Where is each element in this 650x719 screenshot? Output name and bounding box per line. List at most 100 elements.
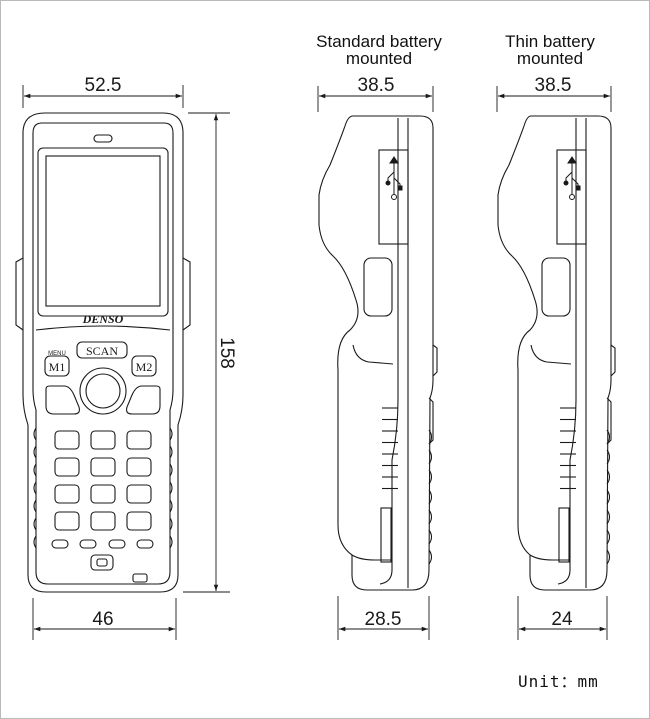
- thin-side-inner-line: [557, 118, 577, 585]
- keypad: [54, 430, 152, 531]
- fingerprint-mark: [90, 554, 114, 571]
- standard-battery-seam: [351, 554, 392, 561]
- small-key-2: [79, 539, 97, 549]
- front-width-extension: [22, 85, 184, 108]
- back-bump: [428, 489, 433, 505]
- caption-thin-line2: mounted: [516, 49, 584, 68]
- thin-battery-seam: [529, 554, 570, 561]
- caption-standard-line2: mounted: [345, 49, 413, 68]
- back-bump: [606, 549, 611, 565]
- right-edge-ribs: [169, 427, 173, 549]
- keypad-key: [90, 511, 116, 531]
- standard-vent-ribs: [382, 407, 398, 490]
- back-bump: [606, 469, 611, 485]
- back-bump: [428, 549, 433, 565]
- thin-grip-edge: [530, 344, 572, 365]
- keypad-key: [90, 484, 116, 504]
- back-bump: [428, 449, 433, 465]
- back-bump: [428, 469, 433, 485]
- standard-back-bumps: [428, 429, 433, 565]
- standard-side-key-2: [428, 397, 434, 445]
- standard-usb-port-cover: [378, 149, 409, 245]
- keypad-key: [90, 457, 116, 477]
- thin-side-key: [610, 344, 616, 377]
- nav-pad-outer: [79, 367, 127, 415]
- standard-bottom-label: 28.5: [365, 609, 402, 630]
- standard-battery-latch: [380, 507, 392, 563]
- front-bottom-details: [51, 539, 154, 585]
- left-edge-ribs: [33, 427, 37, 549]
- caption-standard-line1: Standard battery: [316, 32, 442, 51]
- thin-side-key-2: [606, 397, 612, 445]
- front-height-extension: [183, 112, 230, 593]
- keypad-key: [126, 511, 152, 531]
- front-view: [15, 112, 191, 593]
- thin-top-extension: [496, 86, 612, 112]
- display-bezel: [37, 147, 169, 317]
- m2-key: [131, 355, 157, 377]
- small-key-1: [51, 539, 69, 549]
- thin-vent-ribs: [560, 407, 576, 490]
- keypad-key: [54, 457, 80, 477]
- back-bump: [606, 449, 611, 465]
- front-body-outline: [22, 112, 184, 593]
- thin-back-bumps: [606, 429, 611, 565]
- small-key-3: [108, 539, 126, 549]
- keypad-key: [54, 511, 80, 531]
- scan-key: [76, 341, 128, 359]
- caption-thin-battery: Thin battery mounted: [485, 33, 615, 67]
- back-bump: [606, 489, 611, 505]
- left-side-grip: [15, 257, 24, 331]
- thin-battery-latch: [558, 507, 570, 563]
- back-bump: [428, 429, 433, 445]
- thin-usb-icon: [563, 156, 581, 200]
- menu-label: MENU: [48, 351, 66, 357]
- front-bottom-extension: [32, 598, 177, 640]
- keypad-key: [126, 430, 152, 450]
- face-divider: [35, 325, 171, 331]
- thin-bottom-extension: [517, 596, 608, 640]
- thin-trigger-button: [541, 257, 571, 317]
- m1-key: [44, 355, 70, 377]
- back-bump: [606, 509, 611, 525]
- front-face-outline: [32, 122, 174, 585]
- back-bump: [428, 529, 433, 545]
- thin-bottom-label: 24: [551, 609, 573, 630]
- standard-side-outline: [318, 115, 434, 591]
- standard-top-label: 38.5: [358, 75, 395, 96]
- caption-thin-line1: Thin battery: [505, 32, 595, 51]
- right-side-grip: [182, 257, 191, 331]
- keypad-key: [54, 430, 80, 450]
- strap-hole: [132, 573, 148, 583]
- standard-top-extension: [317, 86, 434, 112]
- dimension-lines: [22, 85, 612, 640]
- m1-key-label: M1: [49, 360, 66, 374]
- thin-side-outline: [497, 115, 612, 591]
- front-bottom-label: 46: [92, 609, 113, 630]
- scan-key-label: SCAN: [86, 344, 118, 358]
- back-bump: [606, 429, 611, 445]
- standard-trigger-button: [363, 257, 393, 317]
- brand-logo: DENSO: [82, 312, 124, 326]
- keypad-key: [90, 430, 116, 450]
- thin-side-view: [497, 115, 616, 591]
- right-action-key: [126, 385, 161, 415]
- small-key-4: [136, 539, 154, 549]
- standard-bottom-extension: [337, 596, 430, 640]
- caption-standard-battery: Standard battery mounted: [300, 33, 458, 67]
- m2-key-label: M2: [136, 360, 153, 374]
- front-width-label: 52.5: [85, 75, 122, 96]
- front-height-label: 158: [216, 337, 237, 369]
- keypad-key: [126, 484, 152, 504]
- left-action-key: [45, 385, 80, 415]
- fingerprint-mark-inner: [96, 558, 108, 567]
- standard-side-key: [432, 344, 438, 377]
- thin-top-label: 38.5: [535, 75, 572, 96]
- display-screen: [45, 155, 161, 307]
- back-bump: [428, 509, 433, 525]
- standard-side-inner-line: [379, 118, 399, 585]
- unit-label: Unit：mm: [518, 672, 599, 691]
- standard-grip-edge: [352, 344, 394, 365]
